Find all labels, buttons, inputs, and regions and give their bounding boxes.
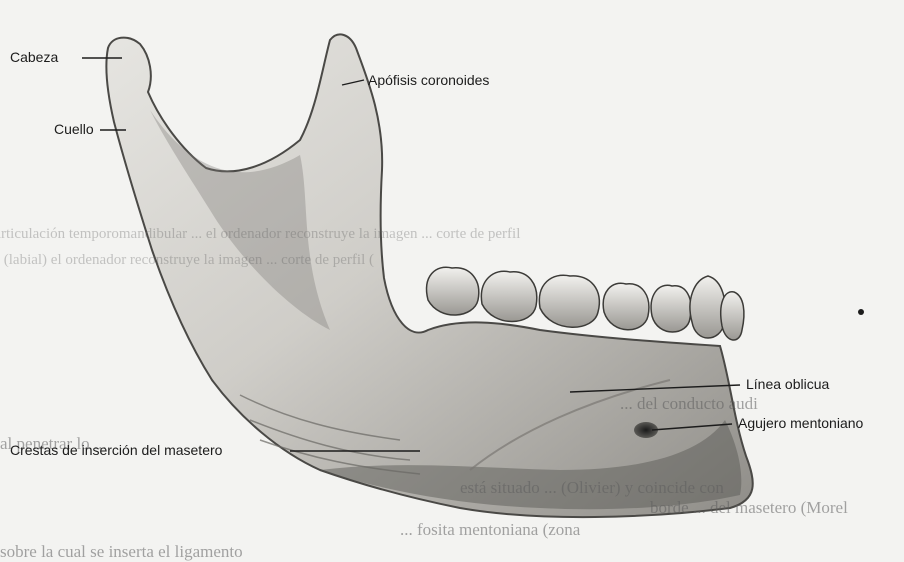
- bleed-text-3: está situado ... (Olivier) y coincide co…: [460, 478, 724, 498]
- tooth-canine: [690, 276, 725, 338]
- bleed-text-top-1: A la articulación temporomandibular ... …: [0, 226, 520, 243]
- bleed-text-6: sobre la cual se inserta el ligamento: [0, 542, 243, 562]
- label-crestas-masetero: Crestas de inserción del masetero: [10, 442, 222, 458]
- label-cabeza: Cabeza: [10, 49, 58, 65]
- bleed-text-5: ... fosita mentoniana (zona: [400, 520, 580, 540]
- bleed-text-top-2: des (labial) el ordenador reconstruye la…: [0, 252, 374, 269]
- tooth-premolar-1: [651, 285, 691, 332]
- tooth-molar-2: [481, 271, 536, 321]
- bleed-text-1: ... del conducto audi: [620, 394, 758, 414]
- label-cuello: Cuello: [54, 121, 94, 137]
- tooth-incisor: [721, 292, 744, 340]
- tooth-molar-3: [427, 267, 479, 315]
- label-apofisis-coronoides: Apófisis coronoides: [368, 72, 489, 88]
- label-linea-oblicua: Línea oblicua: [746, 376, 829, 392]
- bleed-text-4: borde ... del masetero (Morel: [650, 498, 848, 518]
- tooth-premolar-2: [603, 283, 649, 330]
- tooth-molar-1: [539, 275, 599, 327]
- page-speck: [858, 309, 864, 315]
- label-agujero-mentoniano: Agujero mentoniano: [738, 415, 863, 431]
